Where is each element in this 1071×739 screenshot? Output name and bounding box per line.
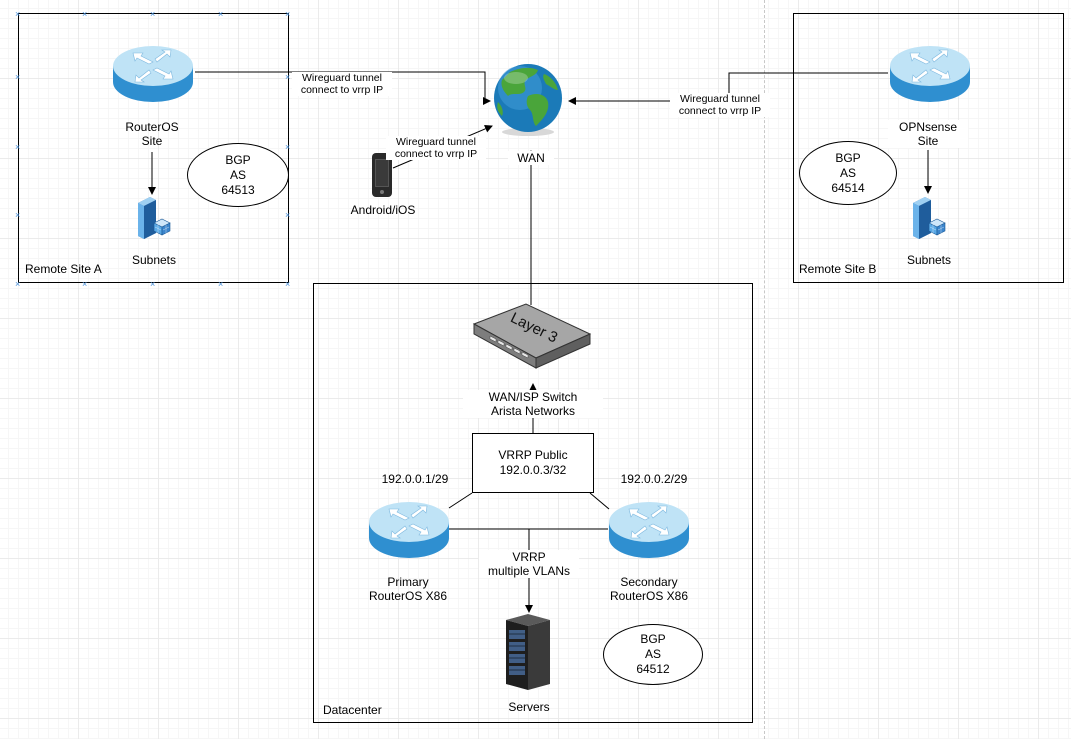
site-a-router-label-line1: RouterOS — [125, 120, 179, 134]
tunnel-label-line1: Wireguard tunnel — [396, 136, 476, 148]
switch-icon[interactable]: Layer 3 — [470, 300, 594, 372]
svg-text:×: × — [15, 9, 20, 19]
secondary-label-line2: RouterOS X86 — [609, 589, 689, 603]
bgp-label: BGP — [835, 150, 861, 165]
router-icon[interactable] — [607, 500, 691, 560]
secondary-to-vrrp-line — [589, 492, 610, 510]
switch-label: WAN/ISP Switch Arista Networks — [463, 390, 603, 418]
bgp-label: BGP — [225, 152, 251, 167]
as-label: AS — [229, 167, 246, 182]
tunnel-label-line2: connect to vrrp IP — [678, 105, 762, 117]
svg-text:×: × — [285, 210, 290, 220]
page-break-line — [764, 0, 765, 739]
selection-handles: × × × × × × × × × × × × × × × × — [15, 9, 290, 289]
tunnel-label-site-a: Wireguard tunnel connect to vrrp IP — [292, 72, 392, 96]
datacenter-caption: Datacenter — [323, 703, 382, 717]
bgp-badge-datacenter[interactable]: BGP AS 64512 — [603, 624, 703, 685]
router-icon[interactable] — [111, 44, 195, 104]
secondary-ip-label: 192.0.0.2/29 — [620, 472, 688, 486]
site-a-router-label: RouterOS Site — [112, 120, 192, 148]
as-label: AS — [644, 647, 661, 661]
wan-label: WAN — [508, 151, 554, 165]
vrrp-lan-label: VRRP multiple VLANs — [479, 550, 579, 578]
site-a-caption: Remote Site A — [25, 262, 102, 276]
server-rack-icon[interactable] — [502, 612, 554, 692]
vrrp-public-title: VRRP Public — [498, 448, 568, 462]
switch-label-line1: WAN/ISP Switch — [488, 390, 578, 404]
vrrp-lan-line2: multiple VLANs — [487, 564, 571, 578]
svg-text:×: × — [15, 142, 20, 152]
router-icon[interactable] — [367, 500, 451, 560]
server-icon[interactable] — [134, 193, 174, 241]
as-number: 64513 — [221, 182, 255, 197]
svg-text:×: × — [218, 9, 223, 19]
svg-text:×: × — [15, 210, 20, 220]
svg-text:×: × — [285, 72, 290, 82]
site-b-router-label: OPNsense Site — [888, 120, 968, 148]
servers-label: Servers — [508, 700, 550, 714]
site-b-subnets-label: Subnets — [906, 253, 952, 267]
vrrp-lan-line1: VRRP — [512, 550, 546, 564]
svg-text:×: × — [82, 279, 87, 289]
site-b-router-label-line2: Site — [917, 134, 939, 148]
remote-site-b-box[interactable] — [793, 13, 1064, 283]
primary-label-line1: Primary — [387, 575, 429, 589]
svg-text:×: × — [285, 9, 290, 19]
remote-site-a-box[interactable] — [18, 13, 289, 283]
secondary-router-label: Secondary RouterOS X86 — [599, 575, 699, 603]
as-number: 64514 — [831, 180, 865, 195]
site-b-router-label-line1: OPNsense — [898, 120, 958, 134]
vrrp-public-box[interactable]: VRRP Public 192.0.0.3/32 — [472, 433, 594, 493]
tunnel-label-line1: Wireguard tunnel — [680, 93, 760, 105]
tunnel-label-line2: connect to vrrp IP — [394, 148, 478, 160]
as-label: AS — [839, 165, 856, 180]
bgp-label: BGP — [640, 632, 666, 646]
bgp-badge-site-a[interactable]: BGP AS 64513 — [187, 143, 289, 207]
datacenter-box[interactable] — [313, 283, 753, 723]
primary-ip-label: 192.0.0.1/29 — [381, 472, 449, 486]
globe-icon[interactable] — [490, 62, 566, 138]
router-icon[interactable] — [888, 44, 972, 104]
tunnel-line-site-b — [568, 72, 888, 105]
svg-text:×: × — [218, 279, 223, 289]
tunnel-label-mobile: Wireguard tunnel connect to vrrp IP — [386, 136, 486, 160]
site-b-caption: Remote Site B — [799, 262, 877, 276]
tunnel-label-line1: Wireguard tunnel — [302, 72, 382, 84]
svg-text:×: × — [285, 279, 290, 289]
phone-icon[interactable] — [370, 152, 394, 198]
site-a-subnets-label: Subnets — [131, 253, 177, 267]
svg-text:×: × — [150, 9, 155, 19]
primary-router-label: Primary RouterOS X86 — [358, 575, 458, 603]
server-icon[interactable] — [909, 193, 949, 241]
switch-label-line2: Arista Networks — [490, 404, 576, 418]
tunnel-label-site-b: Wireguard tunnel connect to vrrp IP — [670, 93, 770, 117]
primary-to-vrrp-line — [448, 492, 473, 509]
as-number: 64512 — [636, 662, 670, 676]
site-a-router-label-line2: Site — [141, 134, 163, 148]
svg-text:×: × — [15, 72, 20, 82]
bgp-badge-site-b[interactable]: BGP AS 64514 — [799, 141, 897, 205]
mobile-label: Android/iOS — [350, 203, 416, 217]
vrrp-public-ip: 192.0.0.3/32 — [499, 463, 567, 477]
svg-text:×: × — [82, 9, 87, 19]
tunnel-label-line2: connect to vrrp IP — [300, 84, 384, 96]
svg-text:×: × — [285, 142, 290, 152]
primary-label-line2: RouterOS X86 — [368, 589, 448, 603]
svg-text:×: × — [150, 279, 155, 289]
secondary-label-line1: Secondary — [620, 575, 678, 589]
svg-text:×: × — [15, 279, 20, 289]
